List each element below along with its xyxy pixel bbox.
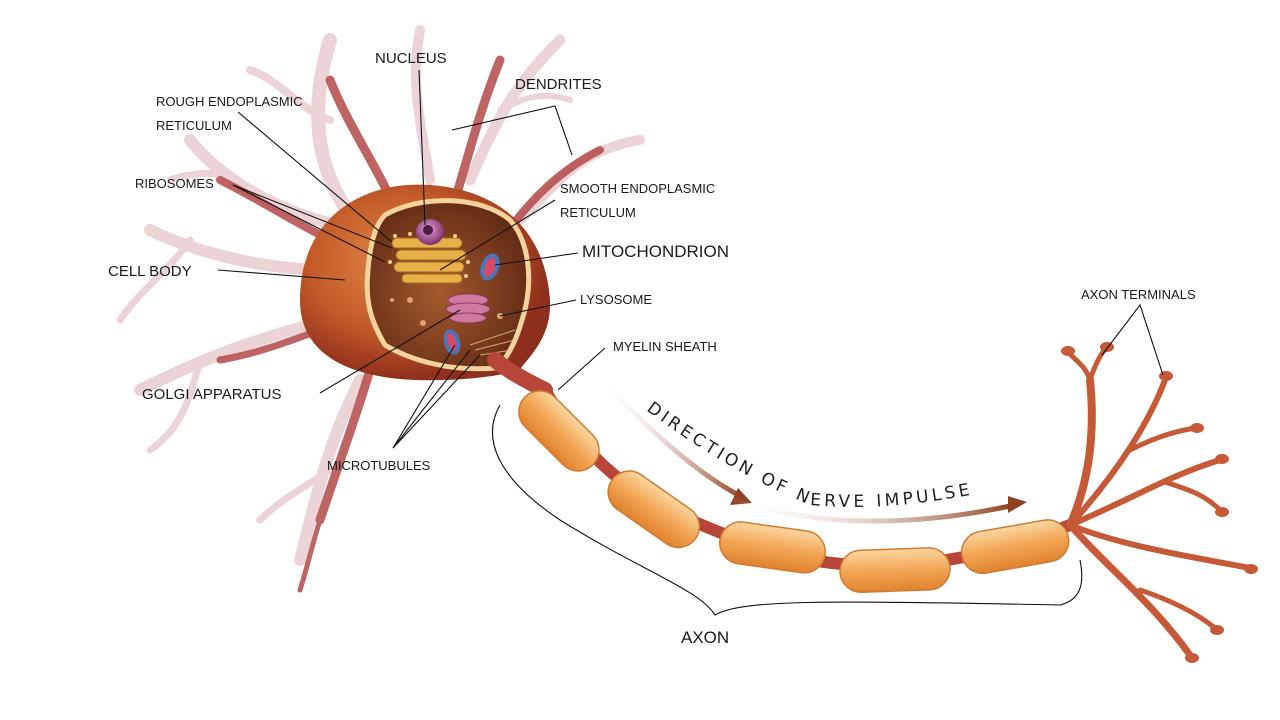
axon-bracket [491,404,1083,616]
myelin-segment [960,519,1070,575]
label-rough-er-line2: RETICULUM [156,118,232,133]
impulse-arrows [596,375,1027,524]
label-dendrites: DENDRITES [515,76,602,93]
myelin-segments [518,390,1070,594]
label-lysosome: LYSOSOME [580,292,652,307]
rough-er [391,237,467,284]
golgi-shape [445,293,491,324]
label-rough-er-line1: ROUGH ENDOPLASMIC [156,94,303,109]
label-ribosomes: RIBOSOMES [135,176,214,191]
myelin-segment [607,470,701,549]
label-cell-body: CELL BODY [108,263,192,280]
label-nucleus: NUCLEUS [375,50,447,67]
myelin-segment [518,390,600,472]
axon-terminals [1065,345,1253,659]
label-golgi-apparatus: GOLGI APPARATUS [142,386,281,403]
label-axon: AXON [681,628,729,647]
labels: NUCLEUS DENDRITES ROUGH ENDOPLASMIC RETI… [108,50,1196,647]
label-impulse-direction: DIRECTION OF NERVE IMPULSE [643,398,974,512]
label-myelin-sheath: MYELIN SHEATH [613,339,717,354]
label-smooth-er-line1: SMOOTH ENDOPLASMIC [560,181,715,196]
label-mitochondrion: MITOCHONDRION [582,242,729,261]
myelin-segment [719,521,826,574]
label-axon-terminals: AXON TERMINALS [1081,287,1196,302]
terminal-bulbs [1061,342,1258,663]
label-microtubules: MICROTUBULES [327,458,431,473]
leader-lines [217,69,1164,449]
myelin-segment [839,547,951,594]
label-smooth-er-line2: RETICULUM [560,205,636,220]
